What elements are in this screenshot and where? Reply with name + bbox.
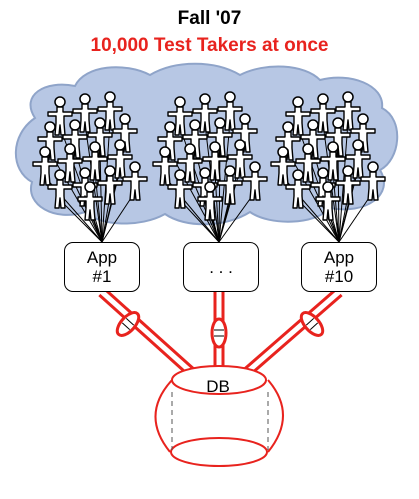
app-number: #1 (92, 267, 112, 286)
database-icon (154, 365, 284, 467)
app-server-ellipsis: . . . (183, 242, 259, 292)
db-label: DB (206, 377, 230, 396)
app-number: #10 (324, 267, 354, 286)
diagram-subtitle: 10,000 Test Takers at once (90, 35, 329, 56)
app-label: App (86, 248, 118, 267)
app-label: App (323, 248, 355, 267)
app-server-10: App #10 (301, 242, 377, 292)
app-label: . . . (209, 257, 233, 277)
app-server-1: App #1 (64, 242, 140, 292)
diagram-title: Fall '07 (177, 8, 242, 29)
